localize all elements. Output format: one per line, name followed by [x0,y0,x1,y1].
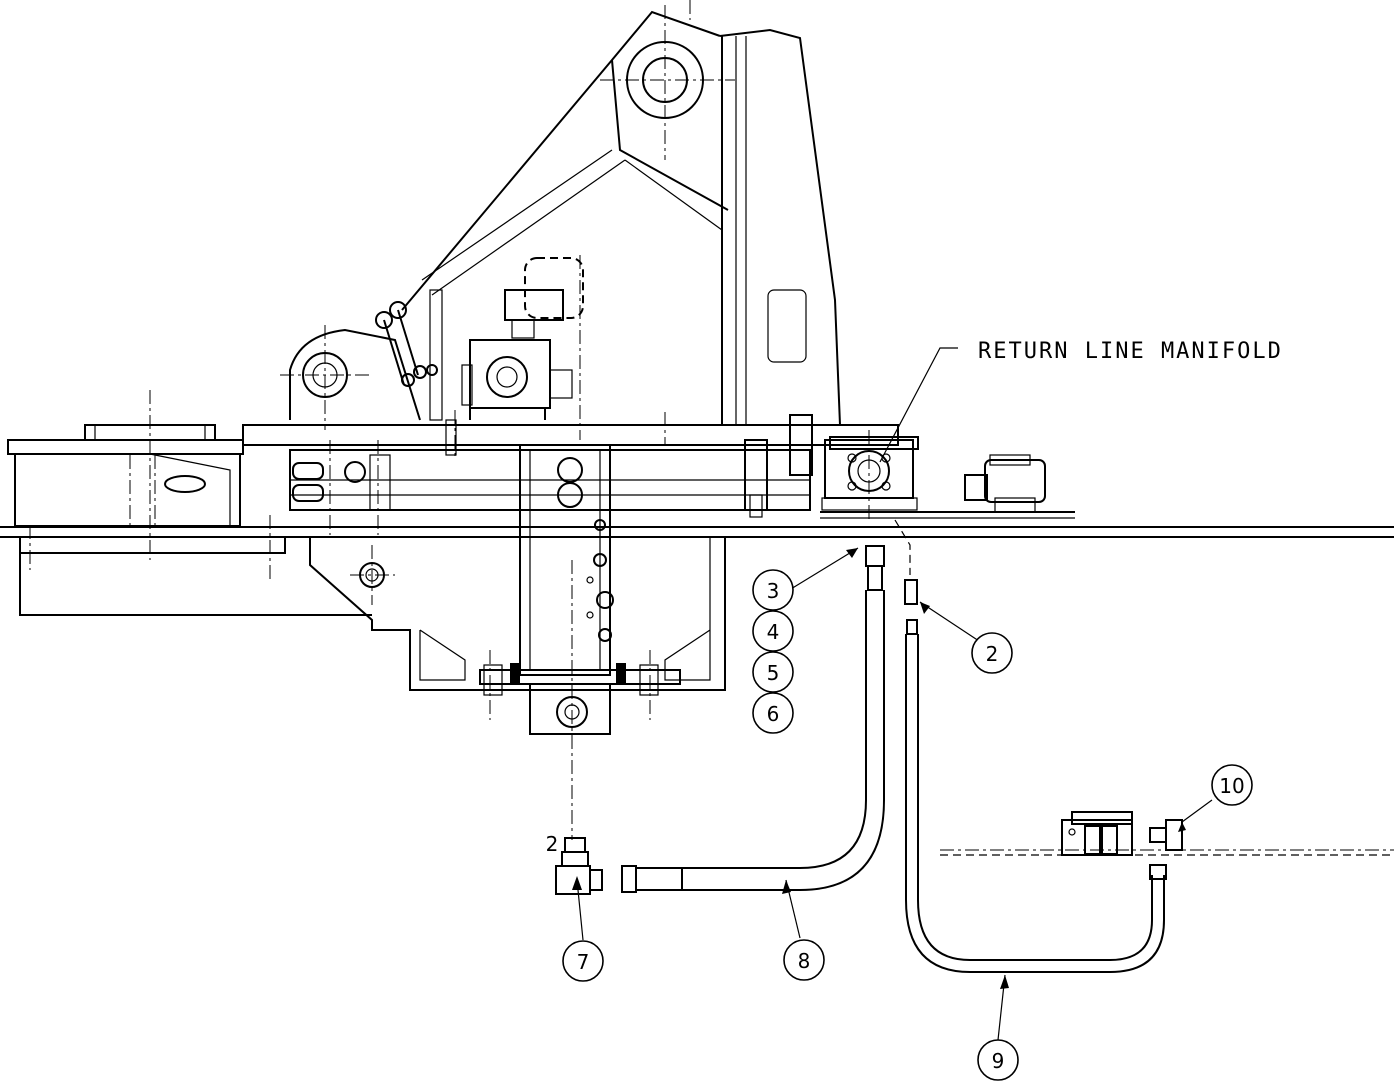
balloon-10-text: 10 [1219,774,1244,798]
balloon-9-text: 9 [992,1049,1005,1073]
balloon-3: 3 [752,569,794,611]
balloon-6-text: 6 [767,702,780,726]
arrowheads [782,548,1009,989]
valve-10 [1061,811,1186,856]
boom-tower [401,5,842,426]
deck-plates [0,390,1394,616]
right-pump-unit [964,454,1046,513]
balloon-4: 4 [752,610,794,652]
balloon-10: 10 [1211,764,1253,806]
hose-9 [904,579,1167,973]
balloon-7: 7 [562,940,604,982]
balloon-9: 9 [977,1039,1019,1081]
balloon-5-text: 5 [767,661,780,685]
balloon-2: 2 [971,632,1013,674]
balloon-8: 8 [783,939,825,981]
balloon-3-text: 3 [767,579,780,603]
lower-bracket [309,444,726,840]
balloon-4-text: 4 [767,620,780,644]
return-line-manifold [821,430,919,520]
balloon-8-text: 8 [798,949,811,973]
callout-leaders [576,0,1394,1041]
quantity-label: 2 [546,832,559,856]
balloon-7-text: 7 [577,950,590,974]
balloon-5: 5 [752,651,794,693]
hose-8 [621,545,885,893]
balloon-6: 6 [752,692,794,734]
balloon-2-text: 2 [986,642,999,666]
elbow-fitting-7 [555,837,603,895]
pivot-linkage [280,289,443,430]
control-valve [461,255,584,440]
return-line-manifold-label: RETURN LINE MANIFOLD [978,339,1283,364]
mounting-bolts [445,410,813,518]
